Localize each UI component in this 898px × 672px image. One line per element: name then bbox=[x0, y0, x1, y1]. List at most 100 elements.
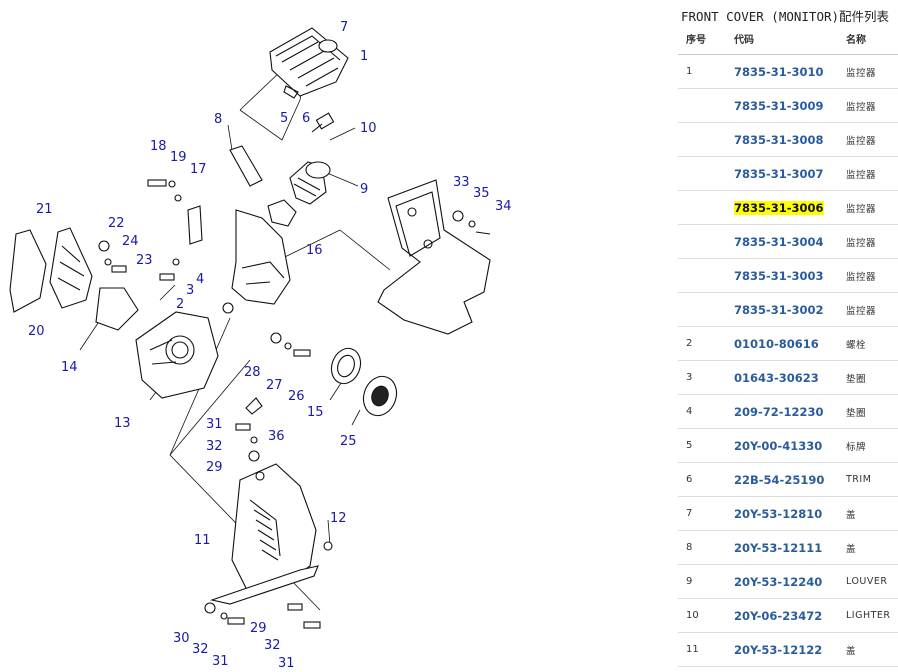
table-row[interactable]: 9 20Y-53-12240 LOUVER bbox=[678, 564, 898, 599]
callout-2: 2 bbox=[176, 297, 184, 312]
row-code-link[interactable]: 01010-80616 bbox=[720, 326, 838, 361]
exploded-parts-diagram: 7 1 8 5 6 10 18 19 17 9 33 35 34 21 22 2… bbox=[9, 20, 512, 671]
row-name: 垫圈 bbox=[838, 360, 898, 395]
right-cover-part bbox=[377, 179, 491, 335]
row-code-link[interactable]: 20Y-53-12111 bbox=[720, 530, 838, 565]
row-name: 监控器 bbox=[838, 88, 898, 123]
callout-10: 10 bbox=[360, 121, 377, 136]
callout-6: 6 bbox=[302, 111, 310, 126]
callout-29: 29 bbox=[206, 460, 223, 475]
row-seq: 8 bbox=[678, 530, 720, 565]
callout-14: 14 bbox=[61, 360, 78, 375]
row-code-link[interactable]: 22B-54-25190 bbox=[720, 462, 838, 497]
parts-table-header: 序号 代码 名称 bbox=[678, 22, 898, 55]
row-seq: 9 bbox=[678, 564, 720, 599]
table-row[interactable]: 7 20Y-53-12810 盖 bbox=[678, 496, 898, 531]
callout-5: 5 bbox=[280, 111, 288, 126]
row-name: 螺栓 bbox=[838, 326, 898, 361]
callout-24: 24 bbox=[122, 234, 139, 249]
table-row[interactable]: 7835-31-3006 监控器 bbox=[678, 190, 898, 225]
diagram-canvas: 7 1 8 5 6 10 18 19 17 9 33 35 34 21 22 2… bbox=[9, 20, 512, 671]
callout-31c: 31 bbox=[278, 656, 295, 671]
row-code-link[interactable]: 7835-31-3007 bbox=[720, 156, 838, 191]
callout-29b: 29 bbox=[250, 621, 267, 636]
center-cover-part bbox=[229, 145, 297, 305]
table-row[interactable]: 7835-31-3002 监控器 bbox=[678, 292, 898, 327]
callout-27: 27 bbox=[266, 378, 283, 393]
callout-30: 30 bbox=[173, 631, 190, 646]
table-row[interactable]: 7835-31-3009 监控器 bbox=[678, 88, 898, 123]
row-name: 监控器 bbox=[838, 190, 898, 225]
part-code[interactable]: 20Y-53-12122 bbox=[734, 642, 823, 657]
row-code-link[interactable]: 7835-31-3003 bbox=[720, 258, 838, 293]
callout-13: 13 bbox=[114, 416, 131, 431]
row-code-link[interactable]: 7835-31-3002 bbox=[720, 292, 838, 327]
part-code[interactable]: 01643-30623 bbox=[734, 370, 819, 385]
part-code[interactable]: 7835-31-3003 bbox=[734, 268, 824, 283]
hardware-parts bbox=[98, 179, 311, 357]
row-seq bbox=[678, 122, 720, 157]
callout-15: 15 bbox=[307, 405, 324, 420]
header-code: 代码 bbox=[720, 22, 838, 55]
row-seq bbox=[678, 258, 720, 293]
part-code[interactable]: 20Y-00-41330 bbox=[734, 438, 823, 453]
row-code-link[interactable]: 7835-31-3004 bbox=[720, 224, 838, 259]
part-code[interactable]: 7835-31-3004 bbox=[734, 234, 824, 249]
row-code-link[interactable]: 7835-31-3006 bbox=[720, 190, 838, 225]
row-code-link[interactable]: 20Y-06-23472 bbox=[720, 598, 838, 633]
row-code-link[interactable]: 7835-31-3009 bbox=[720, 88, 838, 123]
callout-19: 19 bbox=[170, 150, 187, 165]
table-row[interactable]: 2 01010-80616 螺栓 bbox=[678, 326, 898, 361]
part-code[interactable]: 20Y-53-12111 bbox=[734, 540, 823, 555]
part-code[interactable]: 209-72-12230 bbox=[734, 404, 824, 419]
row-seq: 2 bbox=[678, 326, 720, 361]
row-code-link[interactable]: 20Y-53-12240 bbox=[720, 564, 838, 599]
row-code-link[interactable]: 01643-30623 bbox=[720, 360, 838, 395]
part-code[interactable]: 20Y-06-23472 bbox=[734, 608, 823, 623]
row-code-link[interactable]: 7835-31-3010 bbox=[720, 54, 838, 89]
header-name: 名称 bbox=[838, 22, 898, 55]
row-name: 盖 bbox=[838, 632, 898, 667]
row-code-link[interactable]: 209-72-12230 bbox=[720, 394, 838, 429]
callout-17: 17 bbox=[190, 162, 207, 177]
row-code-link[interactable]: 20Y-53-12122 bbox=[720, 632, 838, 667]
louver-part bbox=[289, 161, 331, 205]
row-name: 盖 bbox=[838, 496, 898, 531]
row-code-link[interactable]: 7835-31-3008 bbox=[720, 122, 838, 157]
part-code[interactable]: 7835-31-3008 bbox=[734, 132, 824, 147]
row-code-link[interactable]: 20Y-00-41330 bbox=[720, 428, 838, 463]
row-name: LOUVER bbox=[838, 564, 898, 599]
callout-3: 3 bbox=[186, 283, 194, 298]
row-code-link[interactable]: 20Y-53-12810 bbox=[720, 496, 838, 531]
callout-36: 36 bbox=[268, 429, 285, 444]
callout-26: 26 bbox=[288, 389, 305, 404]
part-code[interactable]: 7835-31-3009 bbox=[734, 98, 824, 113]
left-panel-parts bbox=[9, 227, 139, 331]
row-name: 监控器 bbox=[838, 292, 898, 327]
part-code[interactable]: 7835-31-3007 bbox=[734, 166, 824, 181]
part-code[interactable]: 7835-31-3006 bbox=[734, 200, 824, 215]
part-code[interactable]: 7835-31-3002 bbox=[734, 302, 824, 317]
row-seq: 7 bbox=[678, 496, 720, 531]
part-code[interactable]: 20Y-53-12810 bbox=[734, 506, 823, 521]
part-code[interactable]: 22B-54-25190 bbox=[734, 472, 825, 487]
callout-9: 9 bbox=[360, 182, 368, 197]
ring-parts bbox=[330, 347, 398, 417]
row-seq bbox=[678, 156, 720, 191]
part-code[interactable]: 01010-80616 bbox=[734, 336, 819, 351]
part-code[interactable]: 20Y-53-12240 bbox=[734, 574, 823, 589]
part-code[interactable]: 7835-31-3010 bbox=[734, 64, 824, 79]
